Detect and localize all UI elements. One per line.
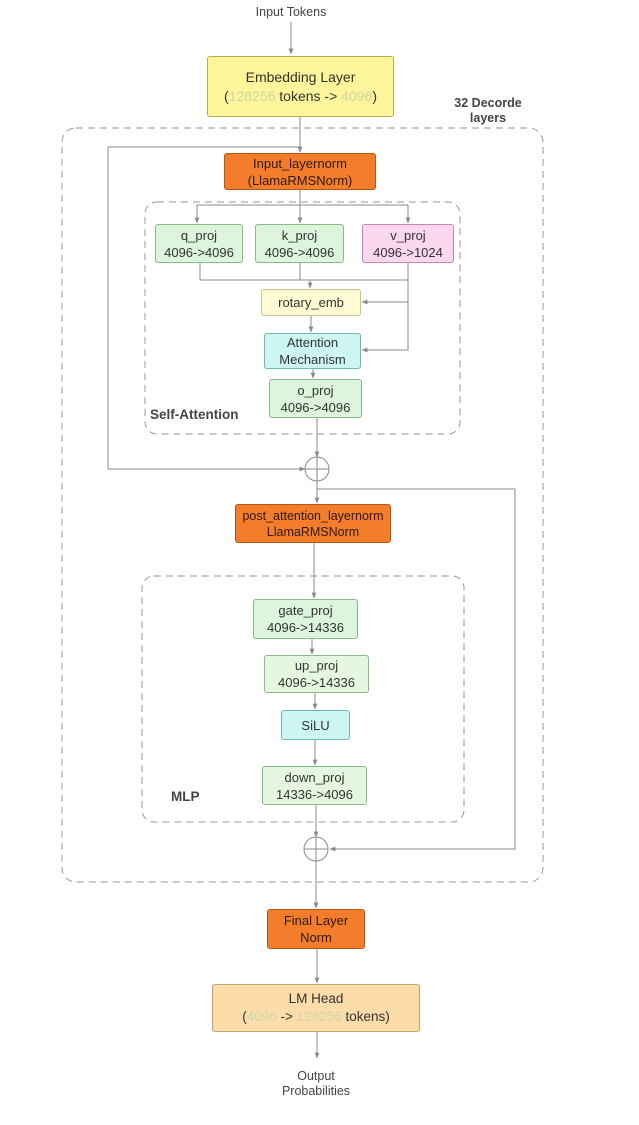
input-tokens-label: Input Tokens xyxy=(255,5,327,19)
v-proj: v_proj 4096->1024 xyxy=(362,224,454,263)
gate-proj: gate_proj 4096->14336 xyxy=(253,599,358,639)
decoder-layers-label: 32 Decorde layers xyxy=(454,96,522,125)
q-proj: q_proj 4096->4096 xyxy=(155,224,243,263)
self-attention-group xyxy=(144,201,461,435)
embedding-vocab: 128256 xyxy=(228,87,276,104)
down-proj: down_proj 14336->4096 xyxy=(262,766,367,805)
input-layernorm: Input_layernorm (LlamaRMSNorm) xyxy=(224,153,376,190)
embedding-title: Embedding Layer xyxy=(245,68,356,85)
mlp-group xyxy=(141,575,465,823)
lm-head: LM Head (4096 -> 128256 tokens) xyxy=(212,984,420,1032)
o-proj: o_proj 4096->4096 xyxy=(269,379,362,418)
up-proj: up_proj 4096->14336 xyxy=(264,655,369,693)
lm-head-vocab: 128256 xyxy=(296,1009,342,1024)
embedding-layer: Embedding Layer (128256 tokens -> 4096) xyxy=(207,56,394,117)
output-probabilities-label: Output Probabilities xyxy=(281,1069,351,1098)
lm-head-title: LM Head xyxy=(288,991,344,1006)
embedding-shape: (128256 tokens -> 4096) xyxy=(224,87,377,104)
lm-head-dim: 4096 xyxy=(246,1009,277,1024)
lm-head-shape: (4096 -> 128256 tokens) xyxy=(242,1009,390,1024)
attention-mechanism: Attention Mechanism xyxy=(264,333,361,369)
final-layer-norm: Final Layer Norm xyxy=(267,909,365,949)
mlp-label: MLP xyxy=(171,789,200,804)
silu: SiLU xyxy=(281,710,350,740)
self-attention-label: Self-Attention xyxy=(150,407,239,422)
post-attention-layernorm: post_attention_layernorm LlamaRMSNorm xyxy=(235,504,391,543)
k-proj: k_proj 4096->4096 xyxy=(255,224,344,263)
rotary-emb: rotary_emb xyxy=(261,289,361,316)
embedding-dim: 4096 xyxy=(341,87,373,104)
